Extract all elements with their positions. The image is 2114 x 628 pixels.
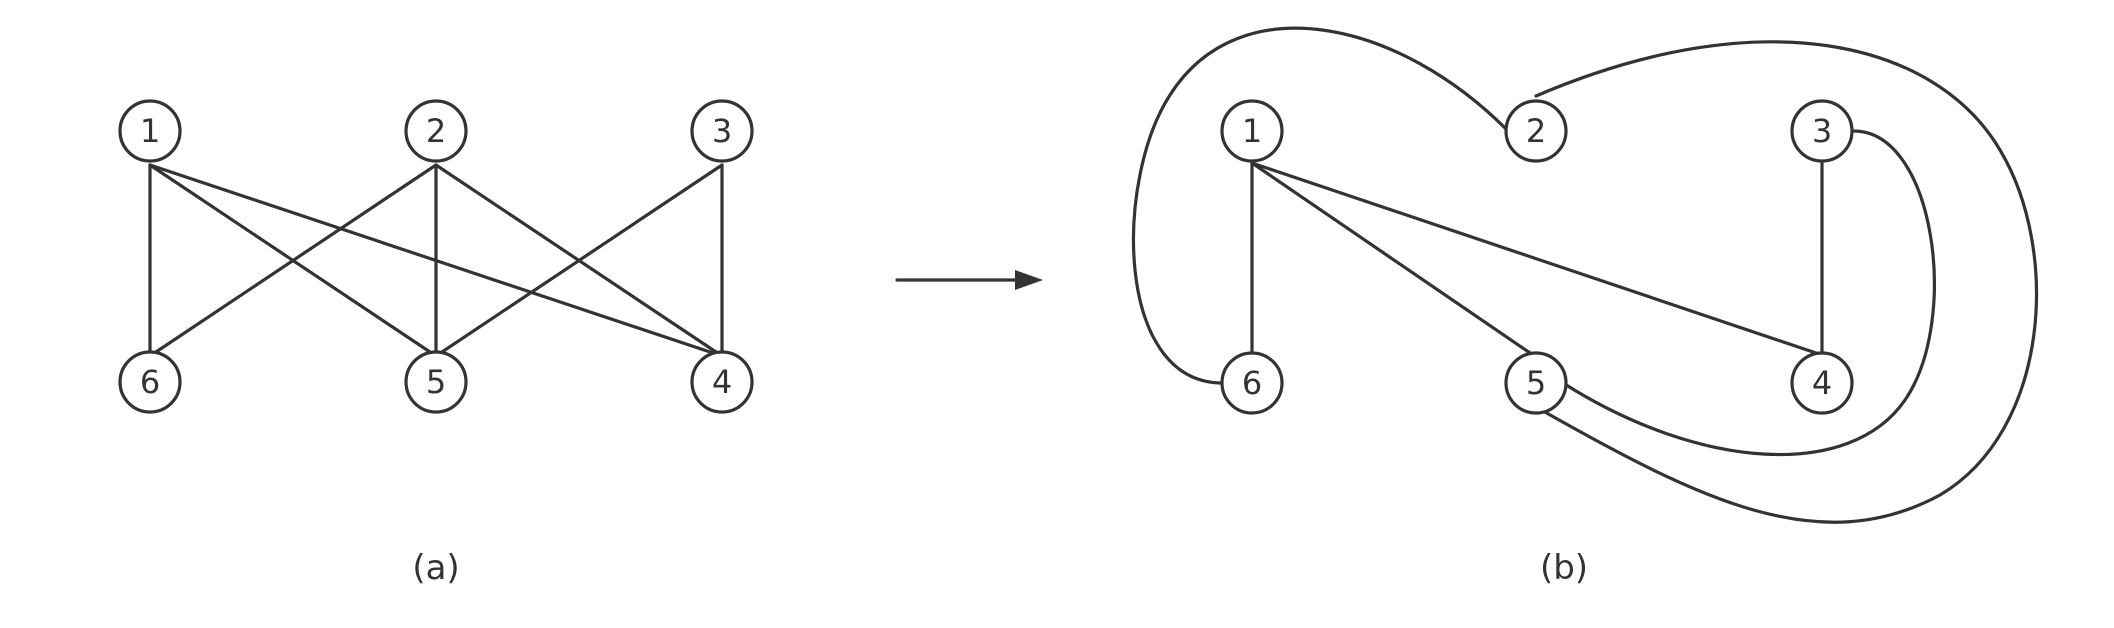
edge-a-2-6 xyxy=(148,163,438,358)
node-label: 5 xyxy=(426,363,446,401)
edge-b-6-2 xyxy=(1131,26,1512,385)
node-label: 2 xyxy=(426,112,446,150)
right-arrow-icon xyxy=(895,270,1043,290)
node-label: 5 xyxy=(1526,364,1546,402)
panel-b-nodes: 1 2 3 4 5 6 xyxy=(1220,99,1854,415)
node-a-1: 1 xyxy=(118,99,182,163)
panel-b-edges xyxy=(1131,26,2039,524)
edge-b-3-5 xyxy=(1561,129,1936,457)
panel-a: 1 2 3 4 5 6 (a) xyxy=(118,99,754,588)
panel-a-edges xyxy=(148,163,724,358)
node-b-3: 3 xyxy=(1790,99,1854,163)
node-label: 4 xyxy=(712,363,732,401)
edge-b-2-5 xyxy=(1534,40,2039,524)
node-a-6: 6 xyxy=(118,350,182,414)
panel-a-caption: (a) xyxy=(412,548,459,588)
node-label: 6 xyxy=(1242,364,1262,402)
node-b-5: 5 xyxy=(1504,351,1568,415)
edge-b-1-5 xyxy=(1250,161,1535,357)
panel-a-nodes: 1 2 3 4 5 6 xyxy=(118,99,754,414)
node-label: 4 xyxy=(1812,364,1832,402)
node-b-1: 1 xyxy=(1220,99,1284,163)
panel-b: 1 2 3 4 5 6 (b) xyxy=(1131,26,2039,588)
node-label: 6 xyxy=(140,363,160,401)
node-label: 2 xyxy=(1526,112,1546,150)
node-b-2: 2 xyxy=(1504,99,1568,163)
node-a-4: 4 xyxy=(690,350,754,414)
node-label: 3 xyxy=(712,112,732,150)
node-label: 1 xyxy=(140,112,160,150)
panel-b-caption: (b) xyxy=(1540,548,1588,588)
node-b-6: 6 xyxy=(1220,351,1284,415)
node-a-2: 2 xyxy=(404,99,468,163)
edge-b-1-4 xyxy=(1250,161,1824,357)
edge-a-3-5 xyxy=(434,163,724,358)
node-b-4: 4 xyxy=(1790,351,1854,415)
node-label: 3 xyxy=(1812,112,1832,150)
node-a-5: 5 xyxy=(404,350,468,414)
node-a-3: 3 xyxy=(690,99,754,163)
node-label: 1 xyxy=(1242,112,1262,150)
